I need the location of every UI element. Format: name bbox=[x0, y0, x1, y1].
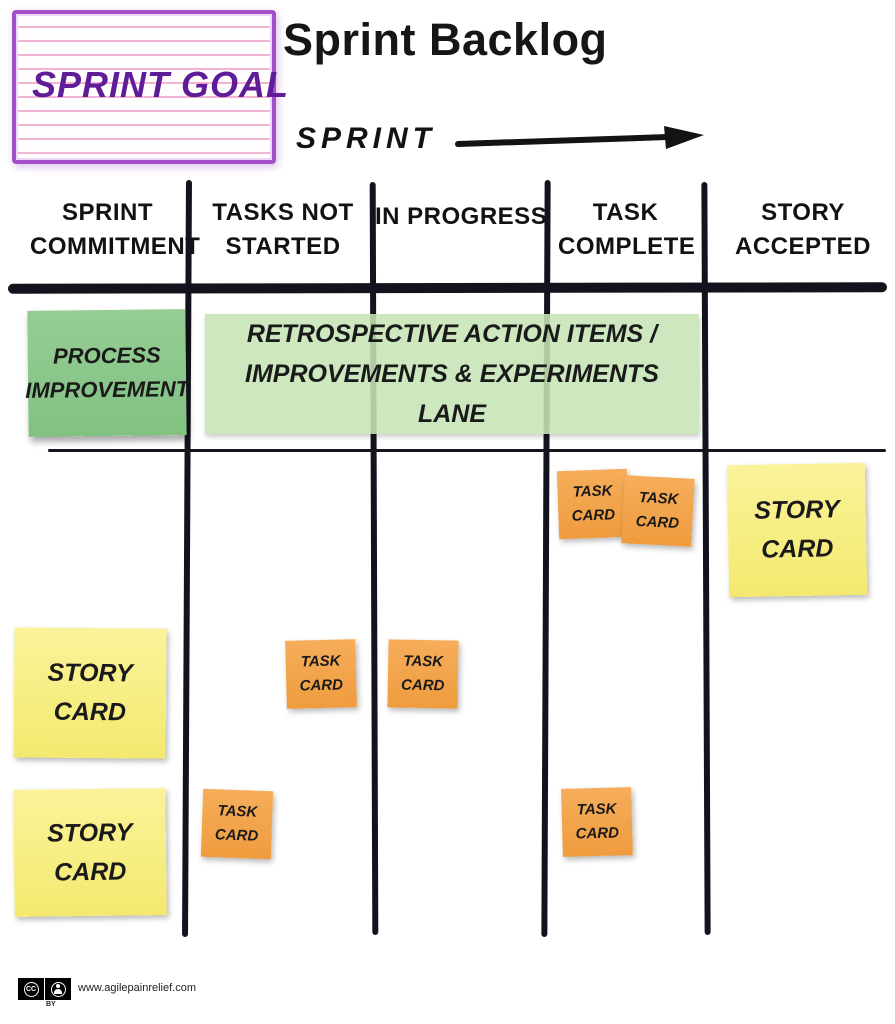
cc-icon: CC bbox=[18, 978, 44, 1000]
story-card: STORY CARD bbox=[13, 627, 167, 759]
task-card: TASK CARD bbox=[387, 639, 459, 709]
process-improvement-note: PROCESS IMPROVEMENT bbox=[25, 309, 189, 437]
footer: CC BY www.agilepainrelief.com bbox=[18, 978, 196, 1008]
cc-license-badge: CC BY bbox=[18, 978, 72, 1008]
cc-icon-text: CC bbox=[25, 985, 37, 993]
column-divider-1 bbox=[182, 179, 192, 938]
column-divider-2 bbox=[369, 181, 379, 936]
footer-url: www.agilepainrelief.com bbox=[78, 982, 196, 994]
retrospective-lane-note: RETROSPECTIVE ACTION ITEMS / IMPROVEMENT… bbox=[205, 314, 699, 434]
header-divider-bar bbox=[7, 282, 888, 294]
sprint-goal-card: SPRINT GOAL bbox=[12, 10, 288, 164]
column-header-sprint-commitment: SPRINT COMMITMENT bbox=[30, 199, 201, 260]
column-divider-3 bbox=[541, 179, 551, 938]
sprint-arrow-icon bbox=[455, 126, 704, 149]
story-card: STORY CARD bbox=[726, 462, 868, 598]
page-title: Sprint Backlog bbox=[283, 14, 608, 65]
task-card: TASK CARD bbox=[200, 788, 274, 860]
cc-badge-icons: CC bbox=[18, 978, 72, 1000]
column-header-task-complete: TASK COMPLETE bbox=[558, 199, 696, 260]
column-header-tasks-not-started: TASKS NOT STARTED bbox=[212, 199, 354, 260]
column-header-story-accepted: STORY ACCEPTED bbox=[734, 199, 871, 260]
story-card: STORY CARD bbox=[13, 788, 167, 917]
by-label: BY bbox=[46, 1001, 56, 1008]
task-card: TASK CARD bbox=[621, 475, 695, 547]
task-card: TASK CARD bbox=[561, 787, 633, 857]
sprint-goal-label: SPRINT GOAL bbox=[32, 64, 290, 105]
task-card: TASK CARD bbox=[556, 468, 630, 540]
improvement-lane-divider bbox=[48, 449, 886, 452]
column-header-in-progress: IN PROGRESS bbox=[375, 203, 548, 230]
sprint-label: SPRINT bbox=[296, 122, 437, 155]
column-divider-4 bbox=[701, 181, 711, 936]
attribution-person-icon bbox=[45, 978, 71, 1000]
task-card: TASK CARD bbox=[285, 639, 357, 709]
